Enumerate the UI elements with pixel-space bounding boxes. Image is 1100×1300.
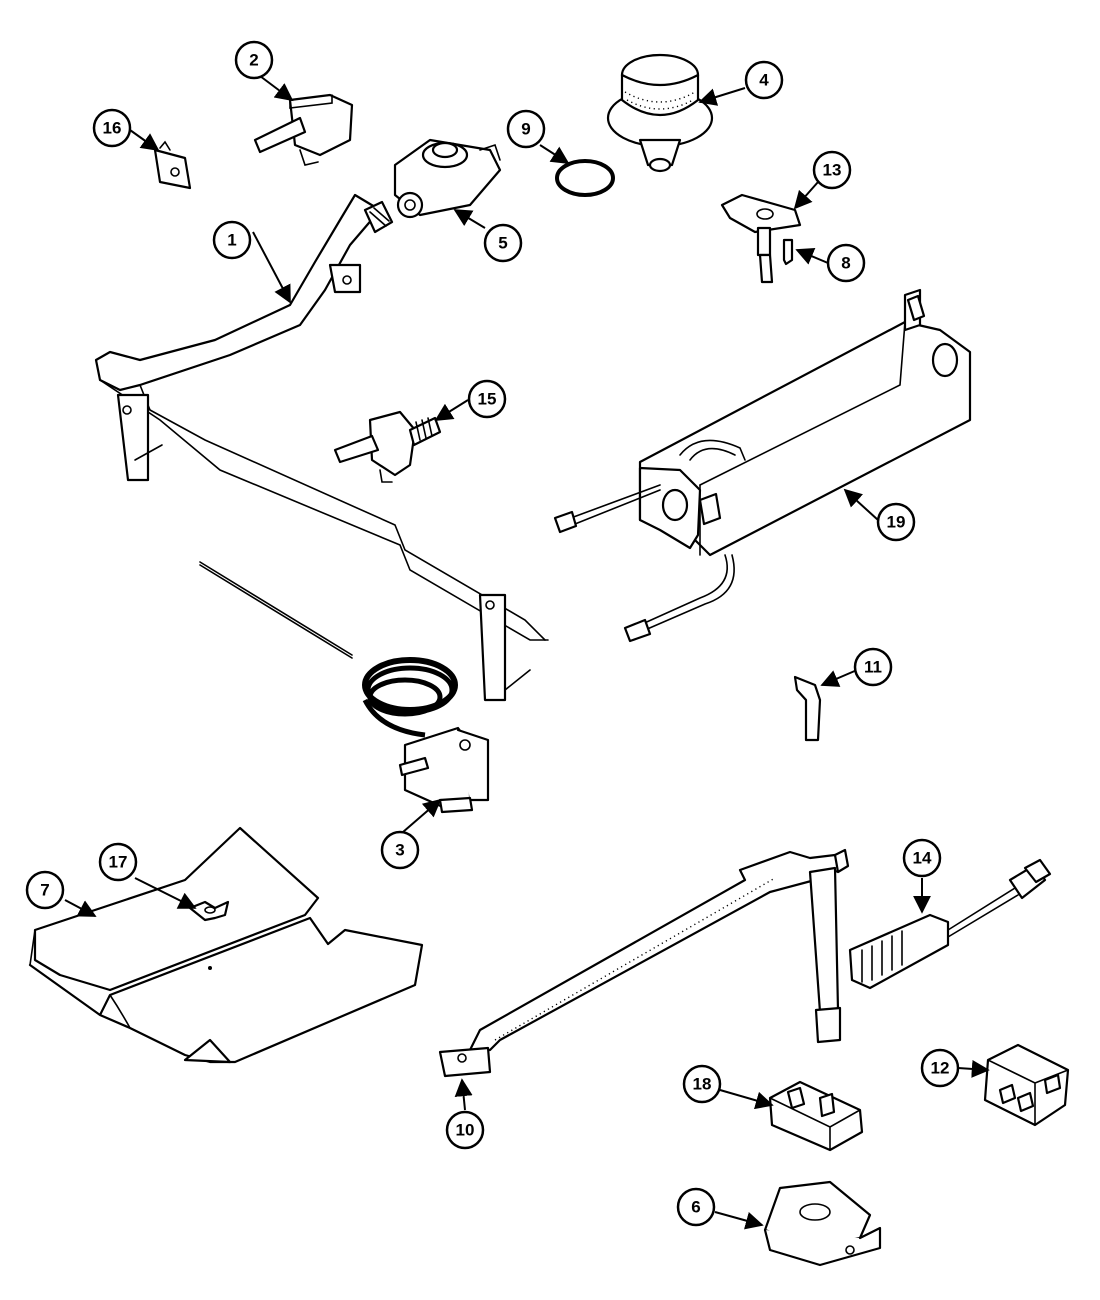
svg-text:13: 13	[823, 161, 842, 180]
svg-text:12: 12	[931, 1059, 950, 1078]
callout-3: 3	[380, 830, 420, 870]
svg-text:19: 19	[887, 513, 906, 532]
callout-18: 18	[682, 1064, 722, 1104]
svg-text:9: 9	[521, 120, 530, 139]
orifice-spud-part	[333, 410, 442, 483]
svg-text:2: 2	[249, 51, 258, 70]
svg-text:11: 11	[864, 658, 882, 677]
thermostat-part	[199, 561, 490, 814]
svg-text:3: 3	[395, 841, 404, 860]
svg-text:1: 1	[227, 231, 236, 250]
callout-15: 15	[467, 379, 507, 419]
svg-text:5: 5	[498, 234, 507, 253]
callout-11: 11	[853, 647, 893, 687]
callout-10: 10	[445, 1110, 485, 1150]
svg-text:16: 16	[103, 119, 122, 138]
igniter-part	[848, 858, 1052, 990]
callout-5: 5	[483, 223, 523, 263]
svg-text:6: 6	[691, 1198, 700, 1217]
callout-16: 16	[92, 108, 132, 148]
callout-19: 19	[876, 502, 916, 542]
wing-nut-part	[188, 900, 230, 922]
bracket-part	[763, 1180, 882, 1267]
svg-text:18: 18	[693, 1075, 712, 1094]
clip-part	[153, 140, 192, 190]
manifold-pipe-part	[94, 193, 549, 702]
burner-tube-part	[438, 848, 850, 1078]
valve-part	[253, 93, 354, 166]
leader-lines	[64, 75, 990, 1230]
callout-7: 7	[25, 870, 65, 910]
heat-shield-part	[28, 826, 424, 1064]
svg-text:15: 15	[478, 390, 497, 409]
callout-4: 4	[744, 60, 784, 100]
callout-6: 6	[676, 1187, 716, 1227]
callout-9: 9	[506, 109, 546, 149]
screw-part	[782, 238, 794, 266]
burner-head-part	[606, 53, 714, 173]
callout-8: 8	[826, 243, 866, 283]
switch-part	[768, 1080, 864, 1152]
svg-text:4: 4	[759, 71, 769, 90]
callout-1: 1	[212, 220, 252, 260]
callout-13: 13	[812, 150, 852, 190]
svg-text:7: 7	[40, 881, 49, 900]
igniter-bracket-part	[720, 193, 802, 284]
svg-text:10: 10	[456, 1121, 475, 1140]
callout-12: 12	[920, 1048, 960, 1088]
hose-part	[793, 675, 822, 742]
callout-2: 2	[234, 40, 274, 80]
svg-text:14: 14	[913, 849, 932, 868]
svg-text:8: 8	[841, 254, 850, 273]
spark-module-part	[983, 1043, 1070, 1127]
o-ring-part	[555, 159, 615, 197]
regulator-part	[393, 138, 502, 219]
burner-box-part	[553, 288, 972, 643]
callout-17: 17	[98, 842, 138, 882]
svg-text:17: 17	[109, 853, 128, 872]
callout-14: 14	[902, 838, 942, 878]
